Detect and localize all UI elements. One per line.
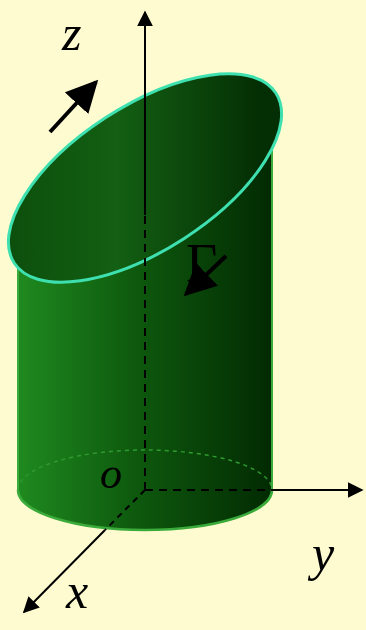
x-axis-hidden [105,490,145,530]
axis-label: x [66,566,88,616]
cylinder-side [271,96,273,490]
y-axis-hidden [145,489,272,491]
cylinder-side [17,262,19,490]
z-axis [144,12,146,215]
orientation-arrow [50,82,96,132]
curve-label: Γ [186,236,217,290]
origin-label: o [100,452,122,496]
axis-label: y [312,528,334,578]
z-axis-hidden [144,215,146,490]
axis-label: z [62,8,81,58]
curve-gamma [0,33,315,324]
y-axis [272,489,362,491]
x-axis [24,530,105,612]
bottom-front-arc [18,490,272,530]
